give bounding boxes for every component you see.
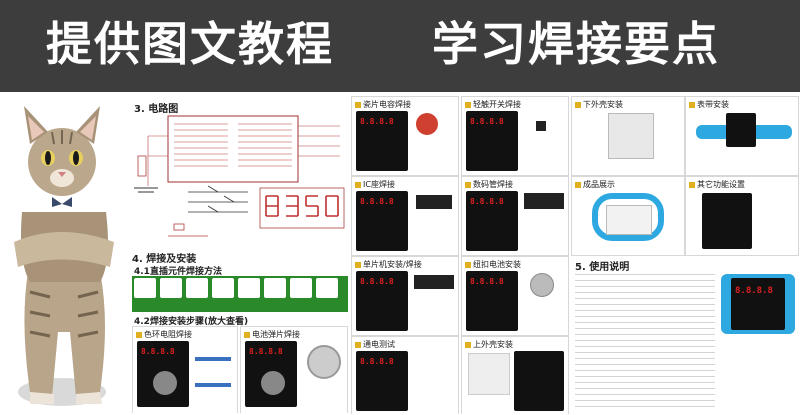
lower-shell-image: [608, 113, 654, 159]
led-display: 8.8.8.8: [360, 117, 394, 126]
welding-section-title: 4. 焊接及安装: [132, 254, 197, 265]
right-column: 下外壳安装 表带安装 成品展示 其它功能设置 5. 使用说明 8.8.8.8: [571, 96, 799, 414]
step-cell: IC座焊接 8.8.8.8: [351, 176, 459, 256]
step-label: 下外壳安装: [583, 100, 623, 109]
step-cell: 单片机安装/焊接 8.8.8.8: [351, 256, 459, 336]
schematic-panel: 3. 电路图: [128, 96, 350, 248]
digit-tube-image: [524, 193, 564, 209]
step-label: 成品展示: [583, 180, 615, 189]
step-marker-icon: [465, 261, 471, 268]
step-resistor-label: 色环电阻焊接: [144, 330, 192, 339]
step-cell: 成品展示: [571, 176, 685, 256]
upper-shell-image: [468, 353, 510, 395]
led-display: 8.8.8.8: [470, 197, 504, 206]
led-display: 8.8.8.8: [735, 286, 773, 296]
step-marker-icon: [465, 181, 471, 188]
step-label: 轻触开关焊接: [473, 100, 521, 109]
step-label: 数码管焊接: [473, 180, 513, 189]
step-cell: 其它功能设置: [685, 176, 799, 256]
step-cell: 轻触开关焊接 8.8.8.8: [461, 96, 569, 176]
banner-right-title: 学习焊接要点: [432, 17, 720, 71]
tactile-switch-image: [536, 121, 546, 131]
led-display: 8.8.8.8: [249, 347, 283, 356]
pcb-image: [356, 271, 408, 331]
step-cell: 数码管焊接 8.8.8.8: [461, 176, 569, 256]
ceramic-capacitor-image: [416, 113, 438, 135]
led-display: 8.8.8.8: [470, 117, 504, 126]
step-marker-icon: [355, 341, 361, 348]
pcb-image: [356, 111, 408, 171]
usage-text-block: [575, 274, 715, 410]
step-label: 单片机安装/焊接: [363, 260, 422, 269]
step-marker-icon: [465, 341, 471, 348]
coin-battery-image: [530, 273, 554, 297]
resistor-image: [195, 357, 231, 361]
watch-body-image: [726, 113, 756, 147]
step-cell: 纽扣电池安装 8.8.8.8: [461, 256, 569, 336]
step-marker-icon: [244, 331, 250, 338]
welding-panel: 4. 焊接及安装 4.1直插元件焊接方法 4.2焊接安装步骤(放大查看) 色环电…: [128, 248, 350, 413]
led-display: 8.8.8.8: [360, 197, 394, 206]
step-label: IC座焊接: [363, 180, 395, 189]
step-label: 表带安装: [697, 100, 729, 109]
pcb-image: [356, 351, 408, 411]
step-marker-icon: [355, 261, 361, 268]
mcu-chip-image: [414, 275, 454, 289]
usage-title: 5. 使用说明: [575, 262, 630, 273]
cat-mascot-image: [14, 106, 114, 406]
step-label: 瓷片电容焊接: [363, 100, 411, 109]
welding-sub1-title: 4.1直插元件焊接方法: [134, 267, 222, 277]
banner-left-title: 提供图文教程: [46, 17, 334, 71]
step-marker-icon: [575, 101, 581, 108]
step-cell: 下外壳安装: [571, 96, 685, 176]
step-marker-icon: [355, 101, 361, 108]
step-battery-clip-label: 电池弹片焊接: [252, 330, 300, 339]
step-cell: 表带安装: [685, 96, 799, 176]
pcb-image: [466, 111, 518, 171]
step-cell: 上外壳安装: [461, 336, 569, 414]
step-marker-icon: [689, 181, 695, 188]
led-display: 8.8.8.8: [470, 277, 504, 286]
pcb-image: [466, 191, 518, 251]
step-marker-icon: [689, 101, 695, 108]
watch-case-image: [606, 205, 652, 235]
led-display: 8.8.8.8: [141, 347, 175, 356]
pcb-image: [514, 351, 564, 411]
step-marker-icon: [136, 331, 142, 338]
resistor-image: [195, 383, 231, 387]
watch-body-image: [731, 278, 785, 330]
battery-clip-image: [307, 345, 341, 379]
step-marker-icon: [575, 181, 581, 188]
steps-grid: 瓷片电容焊接 8.8.8.8 轻触开关焊接 8.8.8.8 IC座焊接 8.8.…: [351, 96, 569, 414]
pcb-image: [466, 271, 518, 331]
step-label: 通电测试: [363, 340, 395, 349]
product-image: [592, 193, 664, 241]
welding-method-strip: [132, 276, 348, 312]
step-label: 上外壳安装: [473, 340, 513, 349]
pcb-image: [356, 191, 408, 251]
step-marker-icon: [465, 101, 471, 108]
step-marker-icon: [355, 181, 361, 188]
schematic-title: 3. 电路图: [134, 104, 179, 115]
pcb-image: [702, 193, 752, 249]
led-display: 8.8.8.8: [360, 357, 394, 366]
led-display: 8.8.8.8: [360, 277, 394, 286]
step-battery-clip-cell: 电池弹片焊接 8.8.8.8: [240, 326, 348, 413]
welding-sub2-title: 4.2焊接安装步骤(放大查看): [134, 317, 249, 327]
ic-socket-image: [416, 195, 452, 209]
step-label: 纽扣电池安装: [473, 260, 521, 269]
battery-holder-image: [261, 371, 285, 395]
step-label: 其它功能设置: [697, 180, 745, 189]
step-cell: 瓷片电容焊接 8.8.8.8: [351, 96, 459, 176]
step-resistor-cell: 色环电阻焊接 8.8.8.8: [132, 326, 238, 413]
step-cell: 通电测试 8.8.8.8: [351, 336, 459, 414]
top-banner: 提供图文教程 学习焊接要点: [0, 0, 800, 92]
battery-holder-image: [153, 371, 177, 395]
circuit-diagram: [134, 115, 345, 237]
